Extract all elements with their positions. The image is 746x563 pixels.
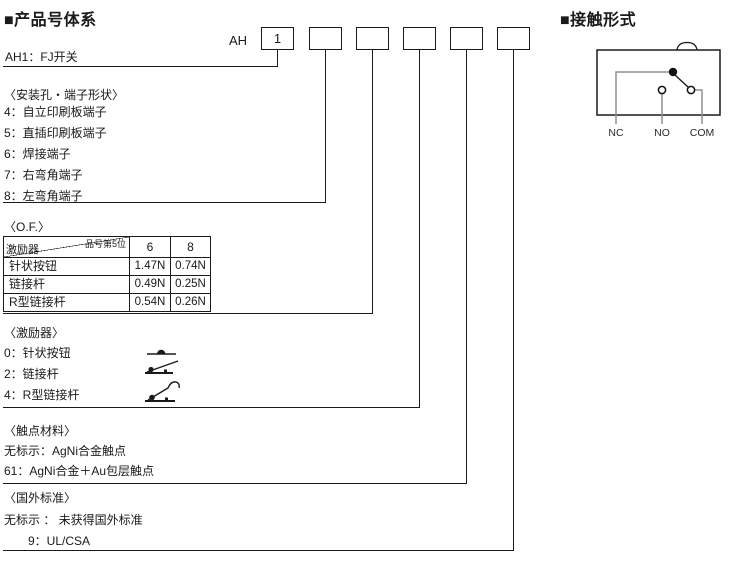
connector-line-3 [372,50,373,313]
foreign-standard-item: 9：UL/CSA [28,534,91,548]
no-terminal-label: NO [654,127,670,139]
switch-body-outline [596,49,721,116]
switch-lever-line [674,74,689,89]
terminal-item: 5：直插印刷板端子 [4,126,107,140]
foreign-standard-item: 无标示 ： 未获得国外标准 [4,513,143,527]
digit-box-5 [450,27,483,50]
contact-material-section-header: 〈触点材料〉 [4,424,77,438]
of-row-label: 针状按钮 [4,258,130,276]
digit-box-4 [403,27,436,50]
connector-line-6 [513,50,514,550]
section-rule-1 [3,66,278,67]
terminal-item: 7：右弯角端子 [4,168,83,182]
of-value: 0.26N [171,294,211,312]
connector-line-1 [277,50,278,66]
contact-material-item: 无标示：AgNi合金触点 [4,444,127,458]
actuator-item: 2：链接杆 [4,367,59,381]
lever-icon [144,359,180,376]
of-value: 0.49N [130,276,171,294]
section-rule-3 [3,313,373,314]
of-column-header: 8 [171,237,211,258]
pin-button-icon [146,347,178,357]
contact-material-item: 61：AgNi合金＋Au包层触点 [4,464,155,478]
digit-box-1: 1 [261,27,294,50]
actuator-item: 0：针状按钮 [4,346,71,360]
terminal-item: 4：自立印刷板端子 [4,105,107,119]
of-row-label: 链接杆 [4,276,130,294]
of-value: 0.54N [130,294,171,312]
base-model-label: AH1：FJ开关 [5,50,78,64]
nc-contact-dot [668,67,678,77]
terminal-item: 6：焊接端子 [4,147,71,161]
r-lever-icon [144,379,182,404]
com-terminal-label: COM [689,127,715,139]
no-contact-circle [657,85,667,95]
section-rule-2 [3,202,326,203]
terminal-item: 8：左弯角端子 [4,189,83,203]
section-rule-6 [3,550,514,551]
of-value: 0.25N [171,276,211,294]
of-value: 0.74N [171,258,211,276]
com-wire [694,89,703,124]
part-number-prefix: AH [229,33,248,48]
of-corner-top-label: 品号第5位 [84,239,126,249]
digit-box-6 [497,27,530,50]
contact-form-schematic [590,38,746,145]
section-rule-4 [3,407,420,408]
of-row-label: R型链接杆 [4,294,130,312]
of-value: 1.47N [130,258,171,276]
page-title: ■产品号体系 [4,12,97,29]
of-section-header: 〈O.F.〉 [4,220,51,234]
of-column-header: 6 [130,237,171,258]
connector-line-4 [419,50,420,407]
of-table-corner-cell: 品号第5位 激励器 [4,237,130,258]
digit-box-2 [309,27,342,50]
terminal-section-header: 〈安装孔・端子形状〉 [4,88,125,102]
contact-form-title: ■接触形式 [560,12,637,29]
of-corner-bottom-label: 激励器 [6,244,39,256]
nc-wire [615,71,669,124]
digit-box-3 [356,27,389,50]
com-contact-circle [686,85,696,95]
of-table: 品号第5位 激励器 6 8 针状按钮 1.47N 0.74N 链接杆 0.49N… [3,236,211,312]
connector-line-2 [325,50,326,202]
nc-terminal-label: NC [608,127,624,139]
actuator-item: 4：R型链接杆 [4,388,80,402]
connector-line-5 [466,50,467,483]
plunger-icon [676,41,698,51]
foreign-standard-section-header: 〈国外标准〉 [4,491,77,505]
section-rule-5 [3,483,467,484]
actuator-section-header: 〈激励器〉 [4,326,65,340]
